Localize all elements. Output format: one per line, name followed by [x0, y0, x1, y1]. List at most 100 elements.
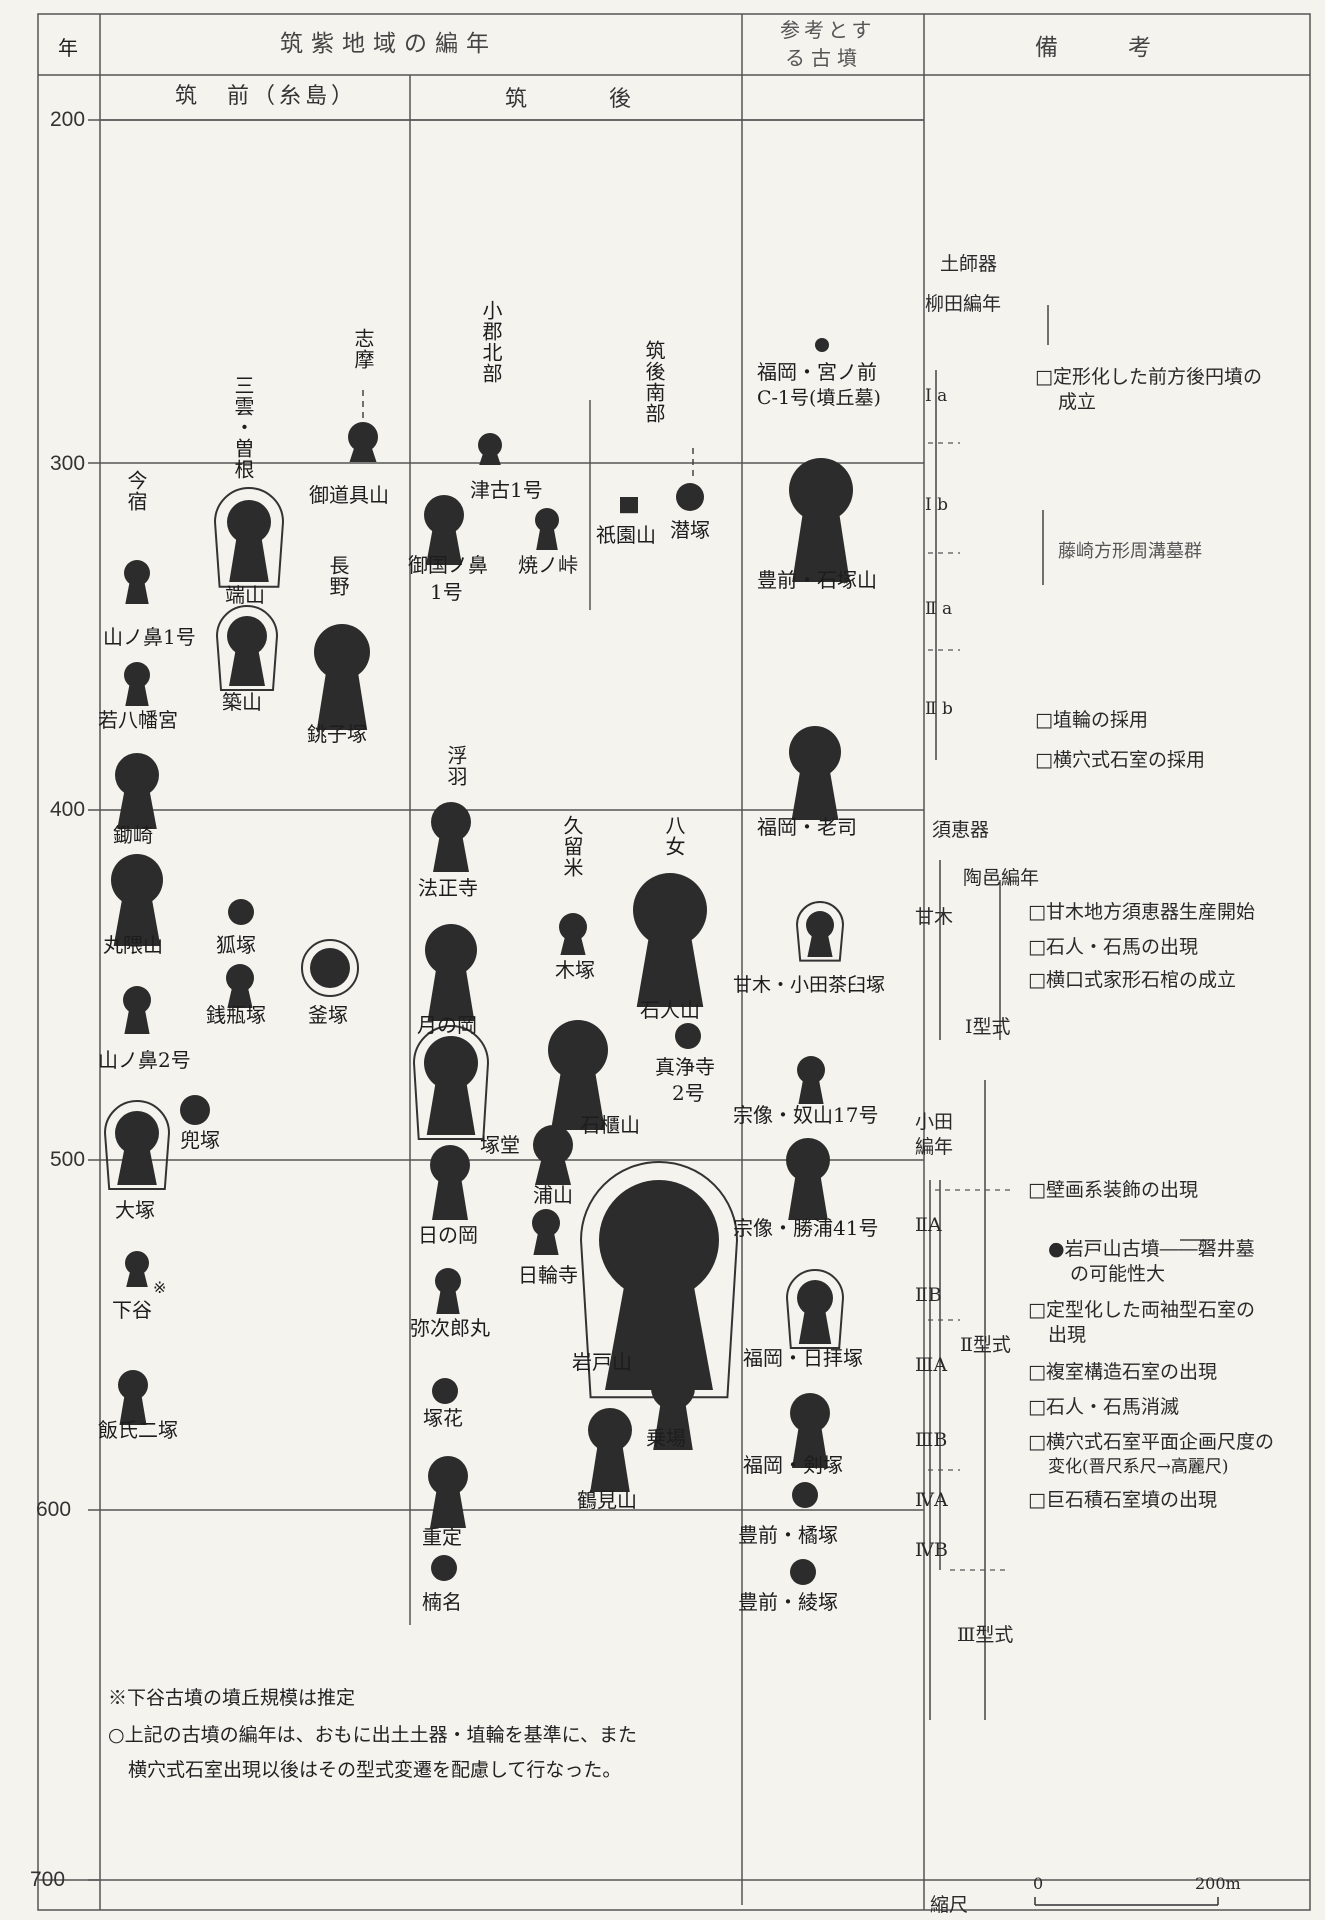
tsukinooka-kofun-round-mound: [425, 924, 477, 976]
phase-label: 土師器: [940, 253, 998, 275]
phase-label: 須恵器: [932, 819, 990, 841]
ref-kofun-label: 福岡・宮ノ前: [757, 360, 877, 384]
phase-label: ⅣB: [915, 1539, 948, 1561]
kofun-label: 祇園山: [596, 523, 656, 547]
kofun-label: 真浄寺: [655, 1055, 715, 1079]
group-label: 三雲・曽根: [231, 375, 255, 480]
iishi-futatsuka-kofun-round-mound: [118, 1370, 148, 1400]
kofun-label: 狐塚: [216, 933, 256, 957]
ref-kofun-label: 豊前・橘塚: [738, 1523, 838, 1547]
gionyama-square-mound: [620, 497, 638, 514]
kitsunezuka-kofun: [228, 899, 254, 925]
hoshoji-kofun-round-mound: [431, 802, 471, 842]
mikuni-no-hana-kofun-round-mound: [424, 495, 464, 535]
hoshoji-kofun-front-mound: [433, 834, 469, 872]
kofun-label: 釜塚: [308, 1003, 348, 1027]
remarks-title: 備 考: [1035, 35, 1159, 61]
kofun-label: 鶴見山: [577, 1488, 637, 1512]
katsuura41-kofun-front-mound: [788, 1173, 828, 1220]
ishibitoyama-kofun-round-mound: [633, 873, 707, 947]
choshizuka-kofun-front-mound: [316, 668, 368, 730]
kofun-note-mark: ※: [153, 1278, 167, 1297]
sekkanzan-kofun-front-mound: [551, 1068, 605, 1130]
ref-kofun-label: 福岡・老司: [757, 815, 857, 839]
kofun-label: 2号: [672, 1081, 705, 1105]
ishibitoyama-kofun-front-mound: [636, 932, 704, 1007]
otsuka-kofun-moat-outline: [103, 1100, 171, 1190]
tsurumiyama-kofun-front-mound: [590, 1443, 630, 1492]
kofun-label: 御道具山: [309, 483, 389, 507]
hinooka-kofun-round-mound: [430, 1145, 470, 1185]
kofun-label: 山ノ鼻1号: [103, 625, 196, 649]
tsukiyama-kofun-front-mound: [229, 648, 265, 686]
kofun-label: 日の岡: [418, 1223, 478, 1247]
subheader-chikuzen: 筑 前（糸島）: [175, 84, 358, 109]
yakinotoge-kofun-front-mound: [536, 527, 558, 550]
phase-label: Ⅰ型式: [965, 1016, 1011, 1038]
rouji-kofun-round-mound: [789, 726, 841, 778]
urayama-kofun-round-mound: [533, 1125, 573, 1165]
ref-kofun-label: C-1号(墳丘墓): [757, 387, 881, 409]
year-label: 700: [30, 1868, 66, 1891]
tsukado-kofun-front-mound: [426, 1079, 476, 1135]
phase-label: ⅣA: [915, 1489, 948, 1511]
shinjoji-kofun: [675, 1023, 701, 1049]
ref-kofun-label: 甘木・小田茶臼塚: [733, 974, 886, 996]
kofun-label: 焼ノ峠: [518, 553, 578, 577]
iwatoyama-remark-dot: [1051, 1243, 1059, 1251]
yamanohana1-kofun-round-mound: [124, 560, 150, 586]
remark: 出現: [1048, 1324, 1087, 1346]
kofun-label: 1号: [430, 580, 463, 604]
group-label: 今宿: [124, 470, 148, 512]
wakahachiman-kofun-front-mound: [125, 682, 149, 706]
ref-kofun-label: 宗像・奴山17号: [733, 1103, 879, 1127]
kofun-label: 木塚: [555, 958, 595, 982]
remark: □定型化した両袖型石室の: [1028, 1299, 1255, 1321]
scale-max: 200m: [1195, 1874, 1241, 1893]
kofun-label: 山ノ鼻2号: [98, 1048, 191, 1072]
year-label: 600: [36, 1498, 72, 1521]
ref-kofun-label: 宗像・勝浦41号: [733, 1216, 879, 1240]
kofun-label: 端山: [225, 583, 265, 607]
kofun-label: 下谷: [112, 1298, 152, 1322]
kofun-label: 弥次郎丸: [410, 1316, 490, 1340]
yajiromaru-kofun-round-mound: [435, 1268, 461, 1294]
remark: □横口式家形石棺の成立: [1028, 969, 1236, 991]
hashiyama-kofun-round-mound: [227, 500, 271, 544]
group-label: 筑後南部: [642, 340, 666, 424]
main-title: 筑紫地域の編年: [280, 31, 497, 57]
tsuko-kofun-round-mound: [478, 433, 502, 457]
kofun-label: 御国ノ鼻: [408, 553, 488, 577]
kofun-label: 岩戸山: [572, 1350, 632, 1374]
ref-title-line1: 参考とす: [780, 18, 876, 42]
kofun-label: 若八幡宮: [98, 708, 178, 732]
yamanohana2-kofun-front-mound: [124, 1008, 150, 1034]
odachausu-kofun-front-mound: [807, 933, 833, 957]
hashiyama-kofun-moat-outline: [213, 487, 285, 588]
ishizukayama-kofun-front-mound: [792, 509, 850, 582]
phase-label: Ⅱ型式: [960, 1334, 1011, 1356]
remark: の可能性大: [1070, 1263, 1166, 1285]
phase-label: Ⅰ b: [925, 495, 949, 515]
remark: □石人・石馬の出現: [1028, 936, 1198, 958]
yatsuyama17-kofun-front-mound: [798, 1078, 824, 1104]
otsuka-kofun-front-mound: [117, 1146, 157, 1185]
remark: □複室構造石室の出現: [1028, 1361, 1217, 1383]
kofun-label: 浦山: [533, 1183, 573, 1207]
hinoharai-kofun-moat-outline: [785, 1269, 845, 1349]
scale-label: 縮尺: [930, 1894, 969, 1916]
year-label: 300: [50, 452, 86, 475]
phase-label: 柳田編年: [925, 293, 1002, 315]
phase-label: ⅡB: [915, 1284, 942, 1306]
group-label: 八女: [662, 815, 686, 857]
group-label: 志摩: [351, 328, 375, 370]
kofun-label: 飯氏二塚: [98, 1418, 178, 1442]
remark: □壁画系装飾の出現: [1028, 1179, 1198, 1201]
yamanohana2-kofun-round-mound: [123, 986, 151, 1014]
tsukiyama-kofun-round-mound: [227, 616, 267, 656]
remark: □埴輪の採用: [1035, 709, 1148, 731]
remark: ●岩戸山古墳――磐井墓: [1048, 1238, 1255, 1260]
odachausu-kofun-moat-outline: [795, 901, 845, 962]
phase-label: ⅢA: [915, 1354, 948, 1376]
kofun-label: 月の岡: [417, 1013, 477, 1037]
